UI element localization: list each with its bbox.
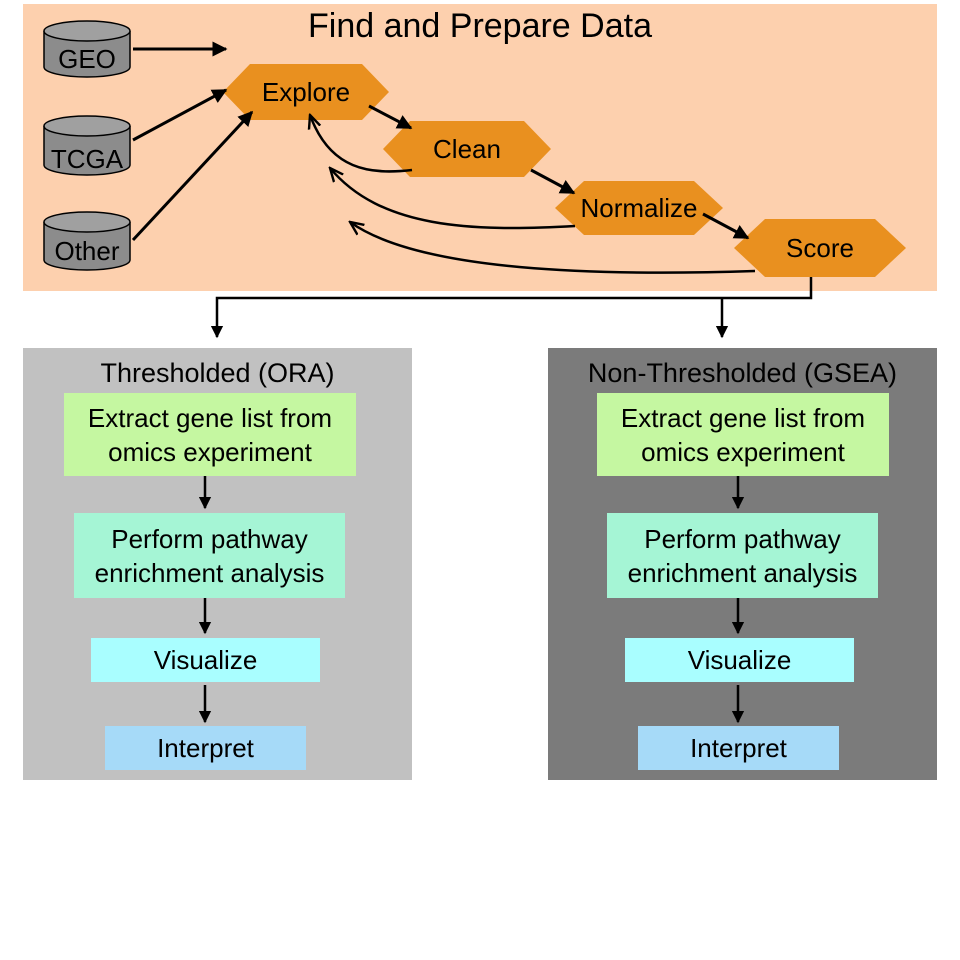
step-explore-label: Explore xyxy=(261,77,351,107)
explore-hexagon xyxy=(223,64,389,120)
normalize-hexagon xyxy=(555,181,723,235)
non-thresholded-title: Non-Thresholded (GSEA) xyxy=(587,358,898,388)
left-visualize-label: Visualize xyxy=(153,645,258,675)
left-perform-box: Perform pathway enrichment analysis xyxy=(74,513,345,598)
thresholded-title: Thresholded (ORA) xyxy=(100,358,335,388)
step-score-label: Score xyxy=(786,233,854,263)
database-other-icon xyxy=(43,211,131,271)
score-hexagon xyxy=(734,219,906,277)
left-extract-box: Extract gene list from omics experiment xyxy=(64,393,356,476)
right-interpret-label: Interpret xyxy=(690,733,787,763)
left-extract-line1: Extract gene list from xyxy=(87,402,333,433)
database-geo-icon xyxy=(43,20,131,78)
step-clean-label: Clean xyxy=(433,134,501,164)
right-perform-line2: enrichment analysis xyxy=(627,557,858,588)
source-geo-label: GEO xyxy=(58,44,116,74)
clean-hexagon xyxy=(383,121,551,177)
left-interpret-box: Interpret xyxy=(105,726,306,770)
source-other-label: Other xyxy=(54,236,120,266)
right-perform-box: Perform pathway enrichment analysis xyxy=(607,513,878,598)
right-visualize-box: Visualize xyxy=(625,638,854,682)
left-interpret-label: Interpret xyxy=(157,733,254,763)
right-visualize-label: Visualize xyxy=(687,645,792,675)
source-tcga-label: TCGA xyxy=(50,144,124,174)
right-extract-line1: Extract gene list from xyxy=(620,402,866,433)
find-prepare-title: Find and Prepare Data xyxy=(308,7,652,45)
right-interpret-box: Interpret xyxy=(638,726,839,770)
left-perform-line2: enrichment analysis xyxy=(94,557,325,588)
left-extract-line2: omics experiment xyxy=(108,436,312,467)
right-extract-box: Extract gene list from omics experiment xyxy=(597,393,889,476)
database-tcga-icon xyxy=(43,115,131,176)
right-extract-line2: omics experiment xyxy=(641,436,845,467)
right-perform-line1: Perform pathway xyxy=(644,523,841,554)
left-perform-line1: Perform pathway xyxy=(111,523,308,554)
left-visualize-box: Visualize xyxy=(91,638,320,682)
step-normalize-label: Normalize xyxy=(580,193,698,223)
